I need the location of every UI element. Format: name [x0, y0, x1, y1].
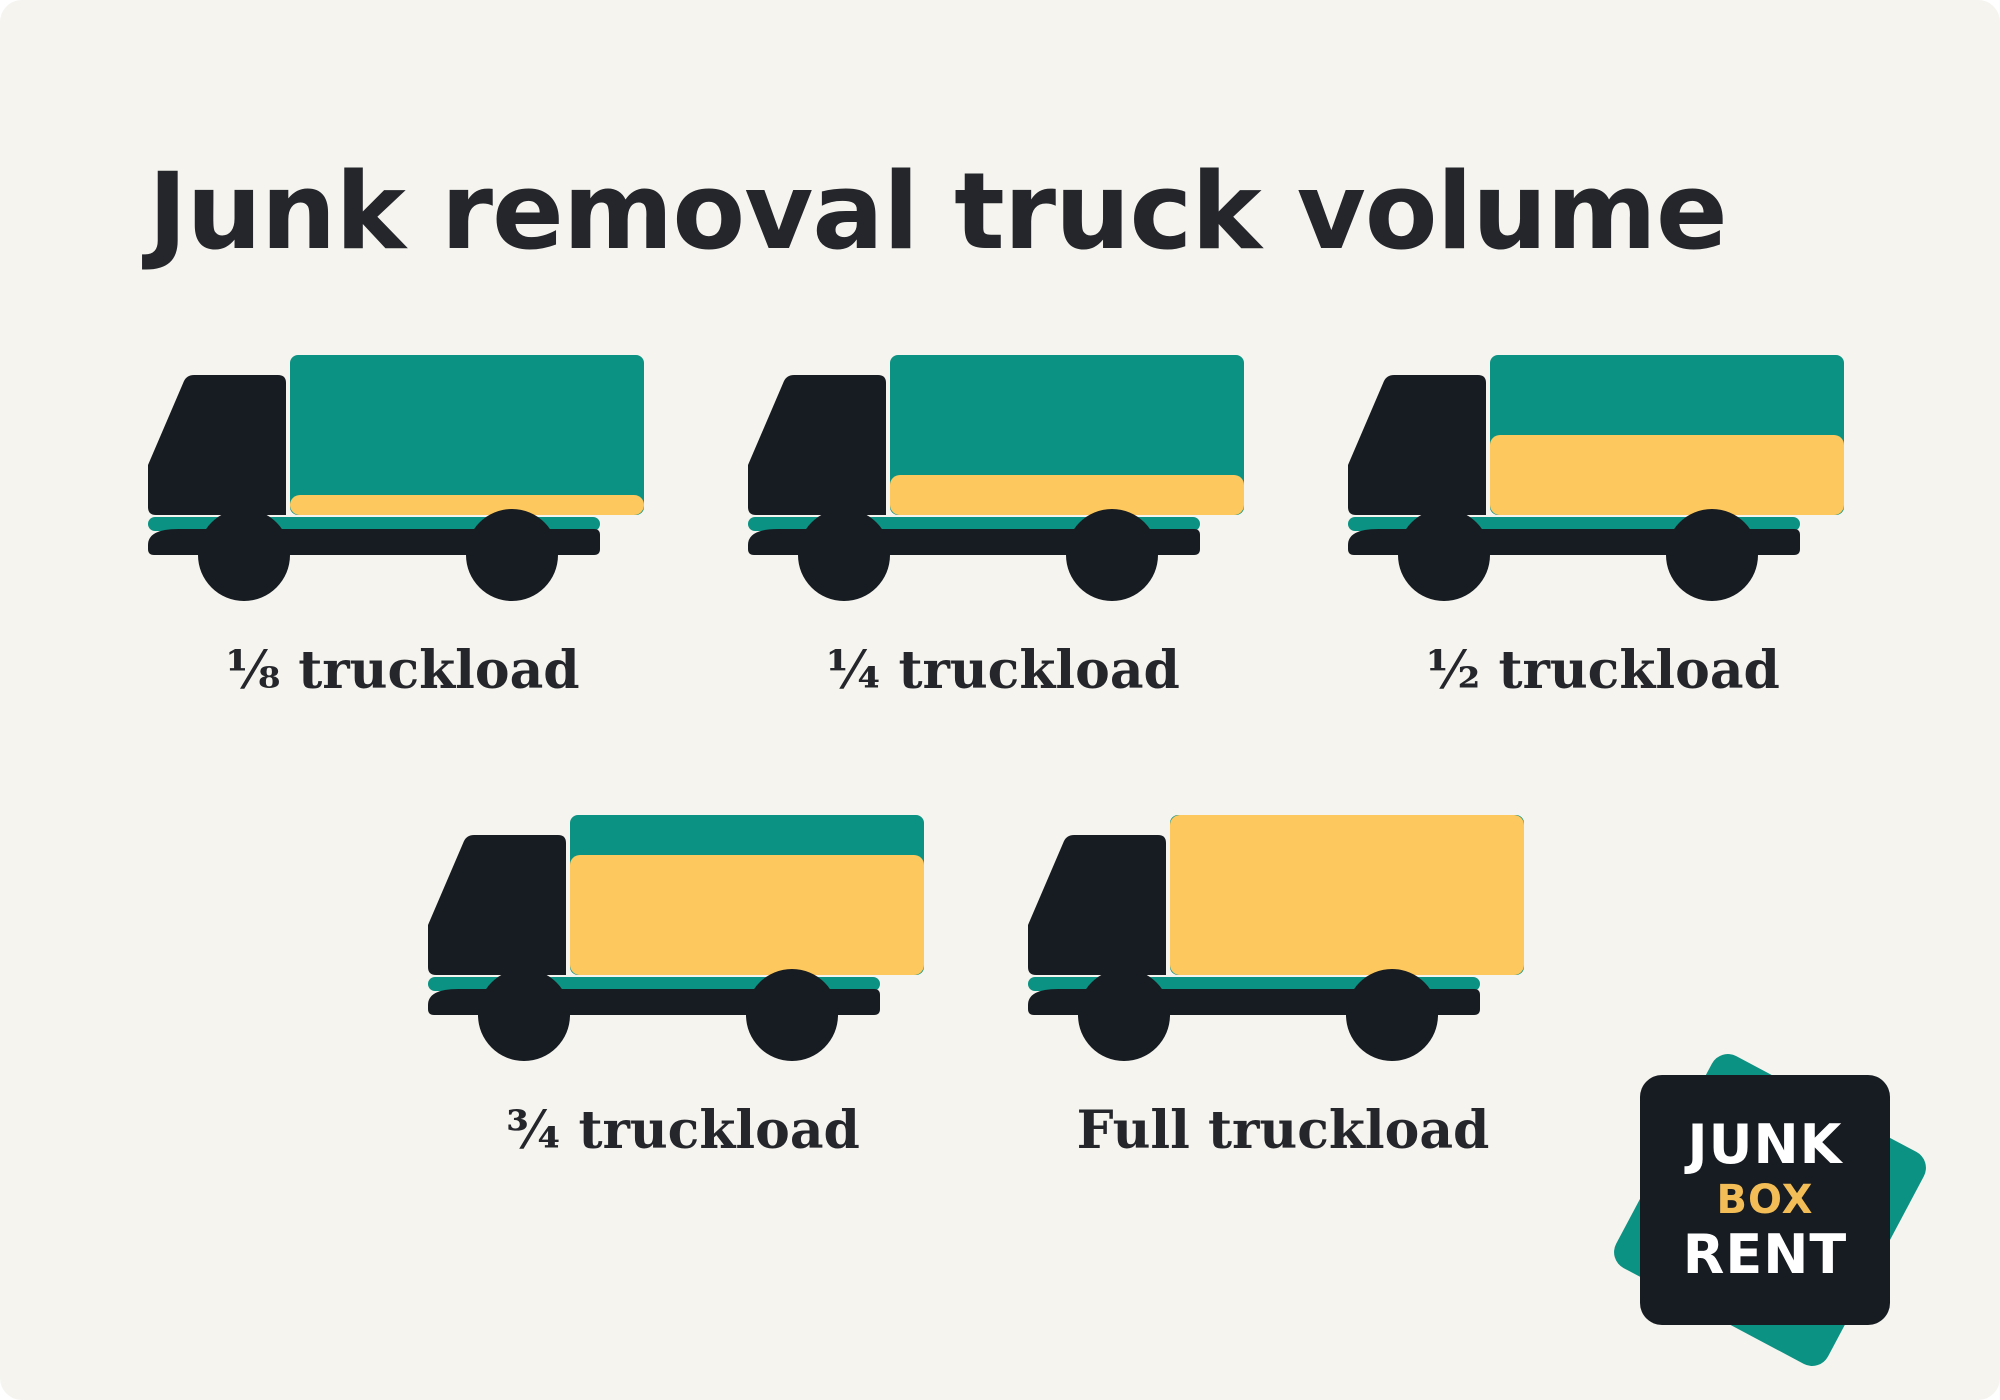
truck-cab — [748, 375, 886, 515]
truck-illustration — [148, 355, 644, 601]
truck-illustration — [748, 355, 1244, 601]
truck-three-quarter — [428, 815, 928, 1115]
truck-half — [1348, 355, 1848, 655]
rear-wheel — [1066, 509, 1158, 601]
cargo-load — [290, 495, 644, 515]
rear-wheel — [1346, 969, 1438, 1061]
truck-illustration — [1028, 815, 1524, 1061]
page-title: Junk removal truck volume — [148, 150, 1728, 273]
truck-label-quarter: ¼ truckload — [826, 640, 1180, 701]
logo-text-rent: RENT — [1682, 1223, 1848, 1286]
truck-illustration — [1348, 355, 1844, 601]
rear-wheel — [1666, 509, 1758, 601]
truck-label-eighth: ⅛ truckload — [226, 640, 580, 701]
front-wheel — [198, 509, 290, 601]
front-wheel — [798, 509, 890, 601]
truck-cab — [1348, 375, 1486, 515]
truck-label-half: ½ truckload — [1426, 640, 1780, 701]
rear-wheel — [466, 509, 558, 601]
logo-text-box: BOX — [1716, 1177, 1814, 1223]
cargo-load — [890, 475, 1244, 515]
truck-eighth — [148, 355, 648, 655]
truck-cab — [1028, 835, 1166, 975]
front-wheel — [1398, 509, 1490, 601]
truck-full — [1028, 815, 1528, 1115]
truck-cab — [148, 375, 286, 515]
cargo-load — [570, 855, 924, 975]
cargo-load — [1170, 815, 1524, 975]
truck-cab — [428, 835, 566, 975]
rear-wheel — [746, 969, 838, 1061]
cargo-box — [290, 355, 644, 515]
junk-box-rent-logo: JUNK BOX RENT — [1590, 1030, 1940, 1380]
truck-label-three-quarter: ¾ truckload — [506, 1100, 860, 1161]
front-wheel — [1078, 969, 1170, 1061]
truck-quarter — [748, 355, 1248, 655]
logo-text-junk: JUNK — [1687, 1113, 1843, 1176]
truck-illustration — [428, 815, 924, 1061]
truck-label-full: Full truckload — [1076, 1100, 1490, 1161]
front-wheel — [478, 969, 570, 1061]
logo-front-square: JUNK BOX RENT — [1640, 1075, 1890, 1325]
cargo-load — [1490, 435, 1844, 515]
